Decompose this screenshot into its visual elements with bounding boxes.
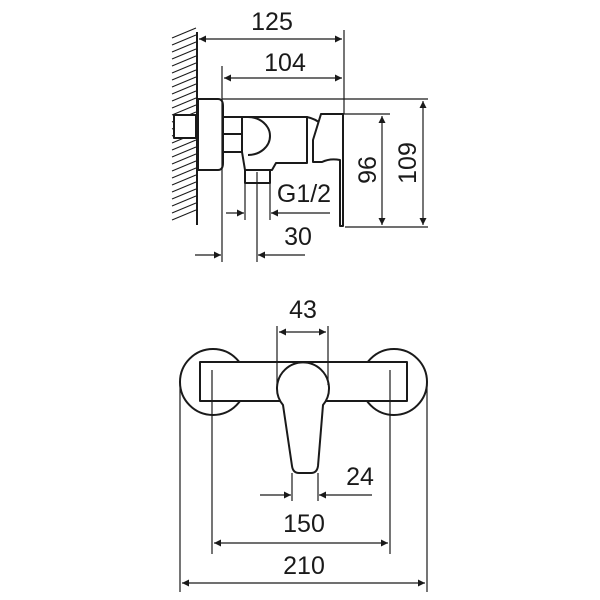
hatch-line [171,97,197,109]
hatch-line [171,76,197,88]
cartridge-dome [247,116,271,156]
dim-label-g12: G1/2 [277,180,331,208]
hatch-line [171,104,197,116]
front-view: 43 24 150 210 [179,296,428,592]
hatch-line [171,90,197,102]
hatch-line [171,181,197,193]
hatch-line [171,41,197,53]
wall-escutcheon [197,98,224,171]
hatch-line [171,62,197,74]
hatch-line [171,48,197,60]
hatch-line [171,27,197,39]
dim-label-150: 150 [283,510,325,538]
hatch-line [171,55,197,67]
hatch-line [171,188,197,200]
hatch-line [171,202,197,214]
lever-handle [276,361,330,474]
dim-label-30: 30 [284,223,312,251]
hatch-line [171,153,197,165]
dim-label-109: 109 [394,142,422,184]
hatch-line [171,83,197,95]
hatch-line [171,209,197,221]
hatch-line [171,160,197,172]
dim-label-24: 24 [346,463,374,491]
hatch-line [171,195,197,207]
dim-label-125: 125 [251,8,293,36]
dim-label-210: 210 [283,552,325,580]
dim-label-96: 96 [354,156,382,184]
hatch-line [171,167,197,179]
lever-side [312,113,344,227]
side-view: 125 104 96 109 G1/2 30 [171,8,428,262]
dim-label-104: 104 [264,49,306,77]
hatch-line [171,174,197,186]
hatch-line [171,34,197,46]
hatch-line [171,139,197,151]
hatch-line [171,146,197,158]
wall-stub [173,114,197,139]
hatch-line [171,69,197,81]
dim-label-43: 43 [289,296,317,324]
